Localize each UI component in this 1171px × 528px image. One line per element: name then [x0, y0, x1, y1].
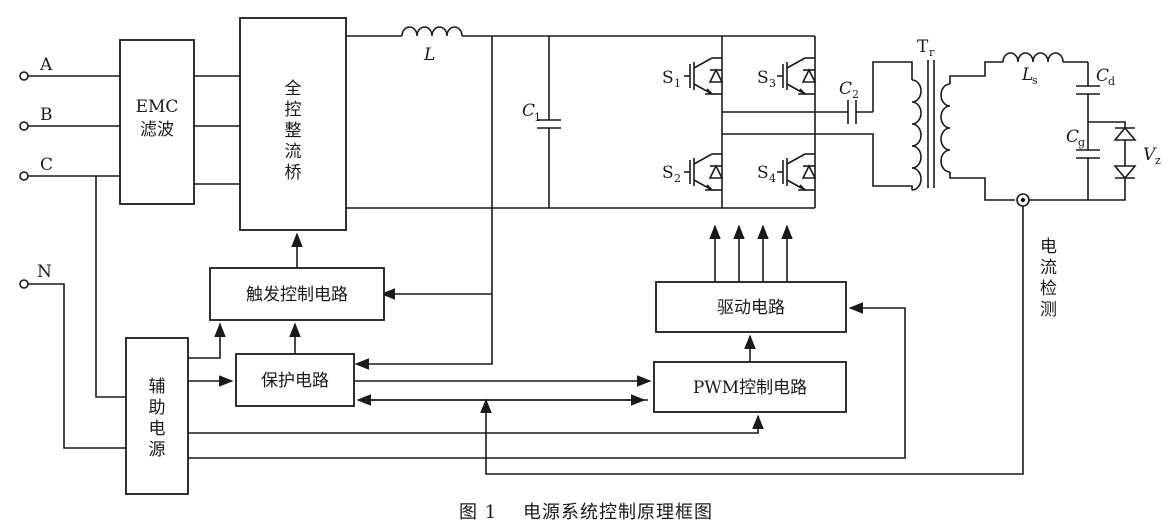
trigger-control-block [209, 267, 385, 321]
emc-label-line2: 滤波 [140, 120, 174, 140]
capacitor-c2 [815, 100, 873, 124]
terminal-b-label: B [40, 105, 53, 125]
aux-power-char-4: 源 [149, 440, 166, 460]
capacitor-c1-label: C [522, 101, 535, 121]
current-sense-char-1: 电 [1040, 237, 1057, 257]
inductor-l-label: L [423, 45, 435, 65]
figure-caption: 图 1 电源系统控制原理框图 [459, 502, 713, 523]
switch-s2-label: S [662, 163, 674, 183]
emc-filter-block [119, 39, 195, 205]
capacitor-cg-label: C [1066, 127, 1079, 147]
terminal-c: C [19, 155, 120, 181]
switch-s4-label: S [757, 163, 769, 183]
aux-feed-wire [95, 176, 126, 398]
trigger-control-label: 触发控制电路 [246, 285, 348, 305]
aux-power-char-3: 电 [149, 419, 166, 439]
capacitor-c2-label: C [839, 79, 852, 99]
load-vz-label: V [1143, 145, 1157, 165]
rectifier-char-1: 全 [285, 79, 302, 99]
transformer-label: T [917, 37, 929, 57]
load-vz [1088, 121, 1137, 201]
driver-label: 驱动电路 [717, 298, 785, 318]
switch-s2 [684, 153, 724, 191]
terminal-c-label: C [40, 155, 53, 175]
switch-s2-sub: 2 [674, 172, 681, 185]
emc-label-line1: EMC [136, 97, 179, 117]
aux-power-char-2: 助 [149, 398, 166, 418]
switch-s3-label: S [757, 68, 769, 88]
current-sense-char-3: 检 [1040, 279, 1057, 299]
terminal-n: N [19, 262, 126, 449]
inductor-ls-sub: s [1032, 74, 1038, 87]
inductor-ls-label: L [1021, 65, 1033, 85]
current-sense-char-2: 流 [1040, 258, 1057, 278]
rectifier-char-5: 桥 [285, 163, 302, 183]
pwm-control-label: PWM控制电路 [693, 378, 807, 398]
capacitor-c1-sub: 1 [534, 111, 541, 124]
driver-block [655, 281, 847, 333]
switch-s3-sub: 3 [769, 77, 776, 90]
transformer-sub: r [929, 46, 935, 59]
current-sense-char-4: 测 [1040, 300, 1057, 320]
rectifier-bridge-block [239, 17, 347, 231]
terminal-n-label: N [37, 262, 52, 282]
inductor-l [401, 26, 463, 37]
switch-s1-sub: 1 [674, 77, 681, 90]
capacitor-cd-label: C [1096, 66, 1109, 86]
switch-s1-label: S [662, 68, 674, 88]
switch-s3 [777, 57, 817, 95]
terminal-b: B [19, 105, 120, 131]
transformer-tr [815, 60, 1015, 201]
terminal-a-label: A [39, 55, 53, 75]
current-feedback-wire [480, 206, 1024, 475]
inductor-ls [1002, 52, 1064, 63]
aux-power-block [125, 337, 189, 495]
rectifier-char-2: 控 [285, 100, 302, 120]
rectifier-char-3: 整 [285, 121, 302, 141]
capacitor-cd-sub: d [1108, 75, 1115, 88]
capacitor-cg [1076, 149, 1100, 200]
protection-label: 保护电路 [261, 371, 329, 391]
terminal-a: A [19, 55, 120, 81]
dc-bus-top [346, 26, 815, 37]
rectifier-char-4: 流 [285, 142, 302, 162]
capacitor-c1 [537, 36, 561, 208]
aux-power-char-1: 辅 [149, 377, 166, 397]
capacitor-c2-sub: 2 [852, 88, 859, 101]
switch-s4 [777, 153, 817, 191]
capacitor-cg-sub: g [1078, 136, 1085, 149]
load-vz-sub: z [1155, 154, 1161, 167]
switch-s4-sub: 4 [769, 172, 776, 185]
switch-s1 [684, 57, 724, 95]
pwm-control-block [653, 361, 847, 413]
